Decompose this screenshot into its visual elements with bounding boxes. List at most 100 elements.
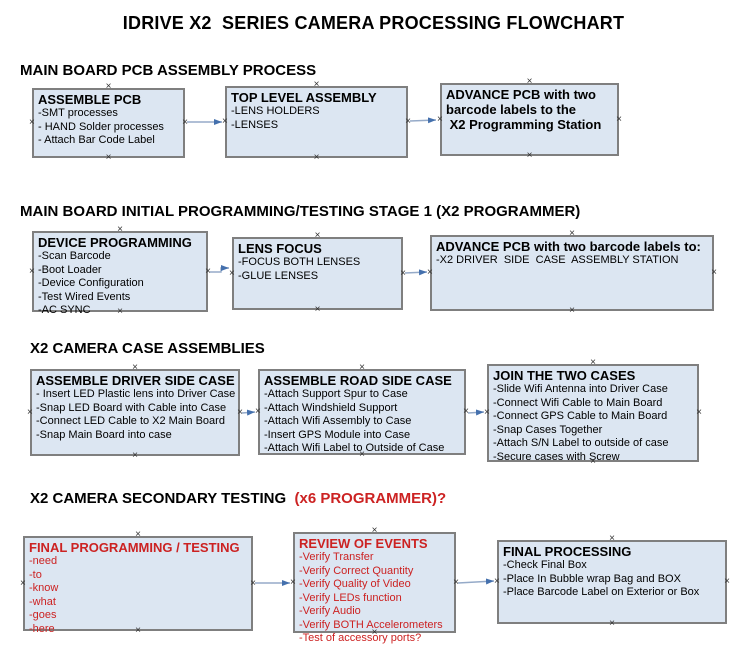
section-header-secondary-testing-red-suffix: (x6 PROGRAMMER)? <box>290 490 447 507</box>
box-item: -Connect LED Cable to X2 Main Board <box>36 415 225 427</box>
box-title: REVIEW OF EVENTS <box>299 536 428 551</box>
section-header-initial-programming: MAIN BOARD INITIAL PROGRAMMING/TESTING S… <box>20 203 581 220</box>
anchor-icon: × <box>205 265 211 277</box>
box-item: -Verify Audio <box>299 605 361 617</box>
box-item: -Verify Quality of Video <box>299 578 411 590</box>
anchor-icon: × <box>27 406 33 418</box>
anchor-icon: × <box>400 267 406 279</box>
anchor-icon: × <box>526 76 533 87</box>
box-item: -Attach S/N Label to outside of case <box>493 437 669 449</box>
box-item: -to <box>29 568 42 581</box>
anchor-icon: × <box>105 81 112 92</box>
anchor-icon: × <box>590 456 596 467</box>
box-item: -Verify Transfer <box>299 551 374 563</box>
box-item: -LENSES <box>231 118 279 131</box>
anchor-icon: × <box>117 306 123 317</box>
box-title: ASSEMBLE DRIVER SIDE CASE <box>36 373 235 388</box>
anchor-icon: × <box>359 449 365 460</box>
anchor-icon: × <box>29 117 35 128</box>
box-item: -Test of accessory ports? <box>299 632 422 644</box>
box-title: ADVANCE PCB with two barcode labels to t… <box>446 87 602 132</box>
anchor-icon: × <box>724 576 730 587</box>
connector-arrow <box>241 409 256 416</box>
anchor-icon: × <box>105 152 112 163</box>
anchor-icon: × <box>696 407 702 418</box>
anchor-icon: × <box>484 407 490 418</box>
anchor-icon: × <box>609 618 615 629</box>
box-title: LENS FOCUS <box>238 241 322 256</box>
flow-box-assemble-road-side-case: ASSEMBLE ROAD SIDE CASE -Attach Support … <box>255 363 469 460</box>
box-item: -Device Configuration <box>38 277 144 289</box>
anchor-icon: × <box>313 152 320 163</box>
flow-box-final-processing: FINAL PROCESSING -Check Final Box -Place… <box>494 534 730 629</box>
anchor-icon: × <box>526 150 533 161</box>
box-item: -GLUE LENSES <box>238 269 319 282</box>
anchor-icon: × <box>616 113 622 125</box>
anchor-icon: × <box>359 362 365 373</box>
box-item: -Place Barcode Label on Exterior or Box <box>503 586 700 598</box>
box-item: - HAND Solder processes <box>38 120 164 133</box>
anchor-icon: × <box>255 406 261 417</box>
box-item: -Verify LEDs function <box>299 591 402 604</box>
anchor-icon: × <box>711 267 717 278</box>
box-item: -Snap Cases Together <box>493 423 603 436</box>
anchor-icon: × <box>132 450 138 461</box>
box-item: -Verify BOTH Accelerometers <box>299 618 443 631</box>
anchor-icon: × <box>314 230 321 241</box>
box-title: FINAL PROGRAMMING / TESTING <box>29 540 240 555</box>
anchor-icon: × <box>569 228 575 239</box>
anchor-icon: × <box>314 304 321 315</box>
flow-box-advance-pcb-driver-side-station: ADVANCE PCB with two barcode labels to: … <box>427 229 717 316</box>
page-title: IDRIVE X2 SERIES CAMERA PROCESSING FLOWC… <box>122 13 625 33</box>
anchor-icon: × <box>135 625 141 636</box>
box-item: -LENS HOLDERS <box>231 105 320 117</box>
box-title: ASSEMBLE PCB <box>38 92 142 107</box>
box-title: DEVICE PROGRAMMING <box>38 235 192 250</box>
box-item: -goes <box>29 609 57 621</box>
flow-box-assemble-pcb: ASSEMBLE PCB -SMT processes - HAND Solde… <box>29 82 188 163</box>
anchor-icon: × <box>453 576 459 588</box>
box-item: -Secure cases with Screw <box>493 450 620 463</box>
anchor-icon: × <box>494 576 500 587</box>
box-item: -Snap Main Board into case <box>36 428 172 441</box>
box-item: -Check Final Box <box>503 559 587 571</box>
box-item: -here <box>29 622 55 635</box>
anchor-icon: × <box>437 113 443 125</box>
connector-arrow <box>404 269 428 276</box>
section-header-pcb-assembly: MAIN BOARD PCB ASSEMBLY PROCESS <box>20 62 317 79</box>
anchor-icon: × <box>135 529 141 540</box>
box-item: -what <box>29 595 56 608</box>
box-item: -Insert GPS Module into Case <box>264 428 411 441</box>
box-item: -Snap LED Board with Cable into Case <box>36 401 227 414</box>
box-item: - Attach Bar Code Label <box>38 134 155 146</box>
anchor-icon: × <box>590 357 596 368</box>
box-item: -X2 DRIVER SIDE CASE ASSEMBLY STATION <box>436 254 679 266</box>
anchor-icon: × <box>132 362 138 373</box>
box-item: -Attach Wifi Label to Outside of Case <box>264 442 445 454</box>
connector-arrow <box>210 265 229 273</box>
box-item: -FOCUS BOTH LENSES <box>238 256 361 268</box>
box-item: -Attach Wifi Assembly to Case <box>264 415 412 427</box>
anchor-icon: × <box>427 267 433 278</box>
connector-arrow <box>409 117 437 124</box>
flow-box-join-the-two-cases: JOIN THE TWO CASES -Slide Wifi Antenna i… <box>484 358 702 467</box>
anchor-icon: × <box>569 305 575 316</box>
box-item: -Slide Wifi Antenna into Driver Case <box>493 383 668 395</box>
box-item: -know <box>29 582 59 594</box>
box-title: ASSEMBLE ROAD SIDE CASE <box>264 373 452 388</box>
section-header-secondary-testing: X2 CAMERA SECONDARY TESTING (x6 PROGRAMM… <box>30 490 446 507</box>
flow-box-final-programming-testing: FINAL PROGRAMMING / TESTING -need -to -k… <box>20 530 256 636</box>
box-title: TOP LEVEL ASSEMBLY <box>231 90 377 105</box>
section-header-secondary-testing-text: X2 CAMERA SECONDARY TESTING <box>30 490 291 507</box>
box-item: -Test Wired Events <box>38 290 131 303</box>
box-item: -Connect GPS Cable to Main Board <box>493 410 668 422</box>
flow-box-lens-focus: LENS FOCUS -FOCUS BOTH LENSES -GLUE LENS… <box>229 231 406 315</box>
box-item: -need <box>29 555 58 567</box>
box-item: - Insert LED Plastic lens into Driver Ca… <box>36 388 236 400</box>
anchor-icon: × <box>609 533 615 544</box>
anchor-icon: × <box>182 117 188 128</box>
box-item: -Attach Support Spur to Case <box>264 388 408 400</box>
flow-box-assemble-driver-side-case: ASSEMBLE DRIVER SIDE CASE - Insert LED P… <box>27 363 243 461</box>
connector-arrow <box>467 409 485 416</box>
